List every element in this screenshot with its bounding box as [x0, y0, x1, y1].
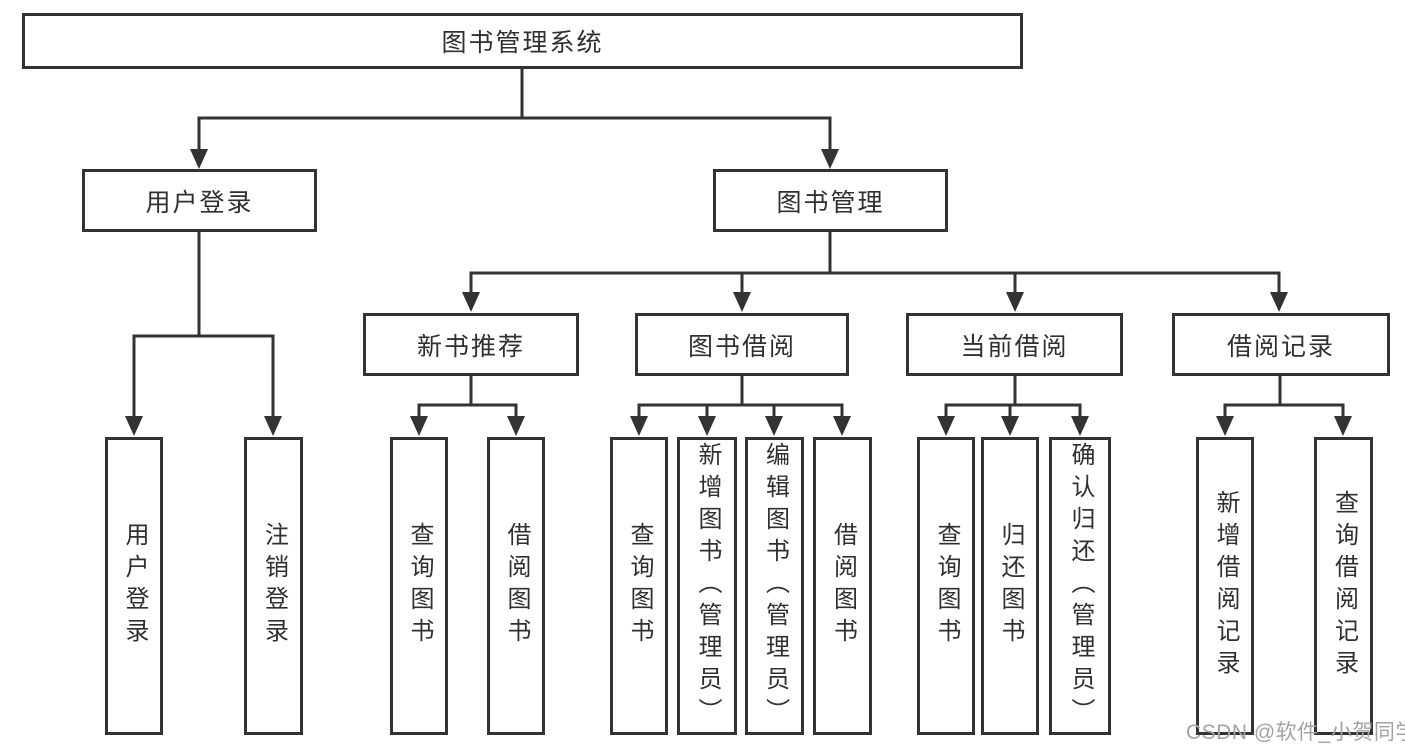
leaf-label: 用户登录	[121, 522, 148, 650]
leaf-label: 归还图书	[997, 522, 1024, 650]
node-book-borrow: 图书借阅	[635, 313, 849, 376]
leaf-label: 编辑图书（管理员）	[761, 442, 789, 730]
leaf-label: 借阅图书	[829, 522, 857, 650]
leaf-recommend-borrow-books: 借阅图书	[487, 437, 545, 735]
leaf-label: 新增借阅记录	[1212, 490, 1239, 682]
leaf-label: 查询图书	[626, 522, 653, 650]
leaf-user-login: 用户登录	[105, 437, 163, 735]
leaf-label: 新增图书（管理员）	[694, 442, 721, 730]
leaf-borrow-borrow-books: 借阅图书	[813, 437, 872, 735]
node-book-management: 图书管理	[713, 169, 948, 232]
leaf-label: 借阅图书	[503, 522, 530, 650]
leaf-label: 查询借阅记录	[1330, 490, 1358, 682]
watermark-csdn: CSDN @软件_小贺同学	[1186, 721, 1405, 744]
leaf-label: 查询图书	[933, 522, 960, 650]
leaf-current-query-books: 查询图书	[917, 437, 975, 735]
leaf-records-add-borrow-record: 新增借阅记录	[1196, 437, 1254, 735]
leaf-recommend-query-books: 查询图书	[390, 437, 448, 735]
leaf-borrow-query-books: 查询图书	[610, 437, 668, 735]
leaf-label: 注销登录	[260, 522, 288, 650]
leaf-current-confirm-return-admin: 确认归还（管理员）	[1049, 437, 1111, 735]
leaf-label: 查询图书	[406, 522, 433, 650]
leaf-current-return-books: 归还图书	[981, 437, 1039, 735]
leaf-user-logout: 注销登录	[244, 437, 303, 735]
leaf-label: 确认归还（管理员）	[1067, 442, 1094, 730]
node-borrow-records: 借阅记录	[1172, 313, 1390, 376]
node-user-login: 用户登录	[82, 169, 317, 232]
node-current-borrow: 当前借阅	[906, 313, 1123, 376]
leaf-records-query-borrow-record: 查询借阅记录	[1314, 437, 1373, 735]
leaf-borrow-edit-books-admin: 编辑图书（管理员）	[745, 437, 804, 735]
node-new-book-recommend: 新书推荐	[363, 313, 579, 376]
leaf-borrow-add-books-admin: 新增图书（管理员）	[677, 437, 737, 735]
node-root-library-system: 图书管理系统	[22, 13, 1023, 69]
